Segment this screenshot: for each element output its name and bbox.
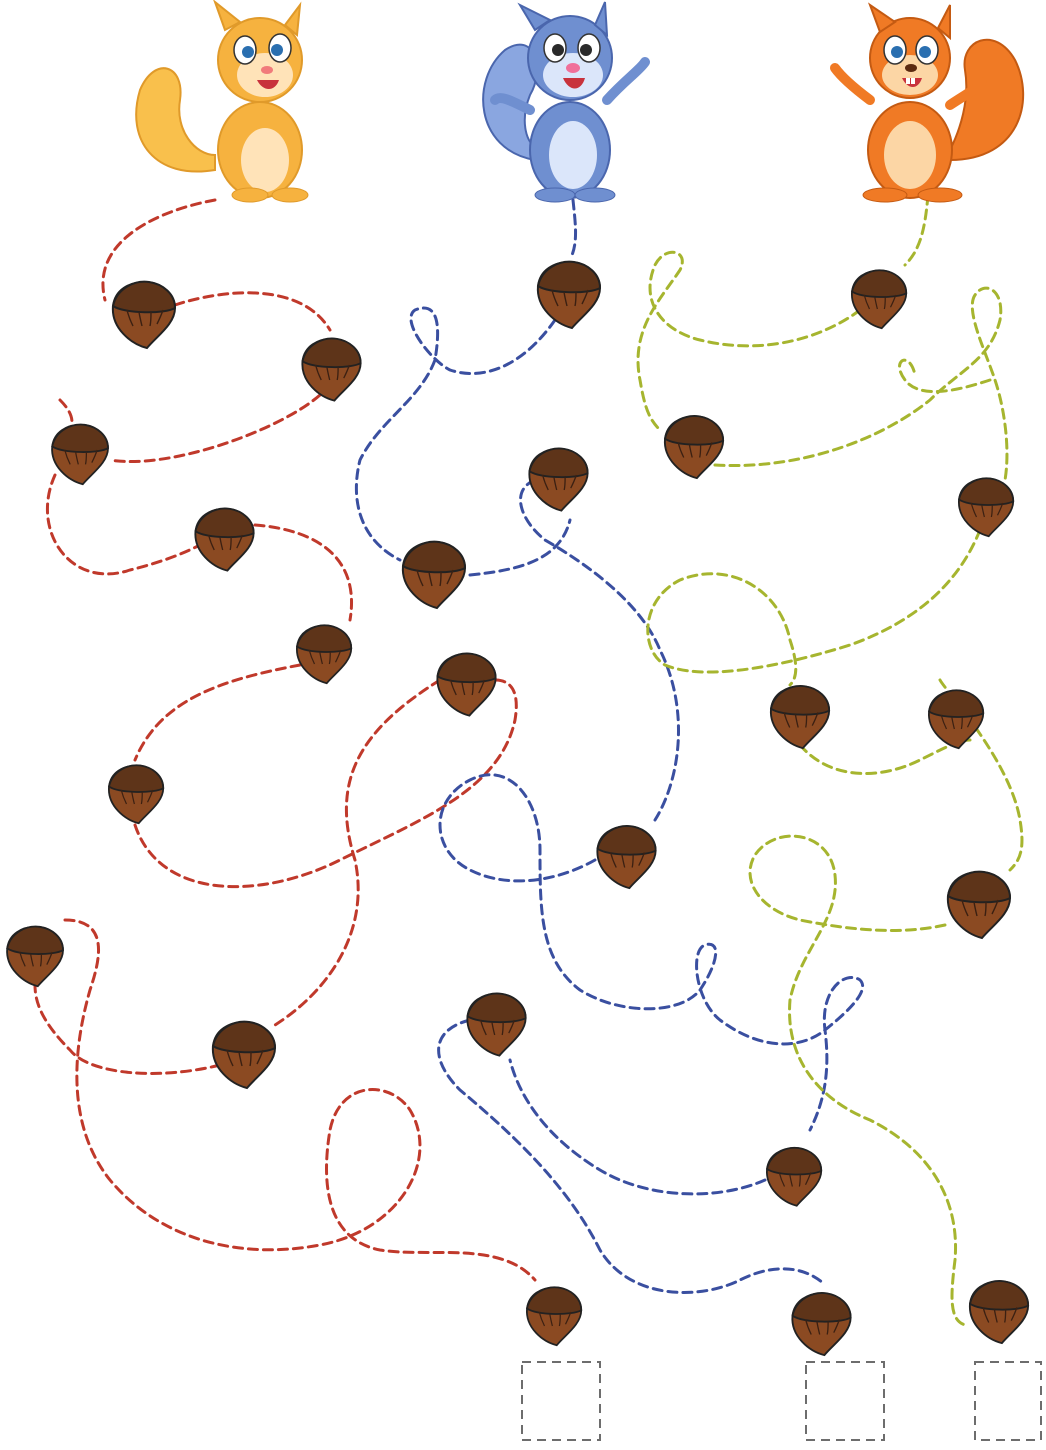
hazelnut-icon xyxy=(927,689,985,750)
yellow-squirrel xyxy=(135,0,309,203)
hazelnut-icon xyxy=(528,447,589,512)
hazelnut-icon xyxy=(946,870,1011,939)
hazelnut-icon xyxy=(663,414,725,480)
hazelnut-icon xyxy=(436,652,497,717)
hazelnut-icon xyxy=(401,540,466,609)
hazelnut-icon xyxy=(6,925,65,988)
hazelnut-icon xyxy=(536,260,601,329)
hazelnut-icon xyxy=(525,1286,583,1347)
answer-boxes xyxy=(521,1361,1042,1441)
hazelnut-icon xyxy=(769,684,831,750)
answer-box-1[interactable] xyxy=(521,1361,601,1441)
answer-box-3[interactable] xyxy=(974,1361,1042,1441)
hazelnut-icon xyxy=(111,280,176,349)
hazelnut-icon xyxy=(107,764,165,825)
blue-paths xyxy=(354,198,864,1294)
hazelnut-icon xyxy=(211,1020,276,1089)
hazelnut-icon xyxy=(850,269,908,330)
hazelnuts xyxy=(6,260,1030,1357)
hazelnut-icon xyxy=(51,423,109,486)
answer-box-2[interactable] xyxy=(805,1361,885,1441)
hazelnut-icon xyxy=(295,624,353,685)
blue-squirrel xyxy=(482,1,650,203)
hazelnut-icon xyxy=(301,337,362,402)
hazelnut-icon xyxy=(968,1279,1030,1345)
red-paths xyxy=(33,198,537,1282)
orange-squirrel xyxy=(830,2,1025,203)
hazelnut-icon xyxy=(765,1146,823,1207)
hazelnut-icon xyxy=(596,824,657,890)
hazelnut-icon xyxy=(466,992,527,1057)
hazelnut-icon xyxy=(957,477,1015,538)
hazelnut-icon xyxy=(791,1291,852,1357)
hazelnut-icon xyxy=(194,507,255,572)
green-paths xyxy=(636,193,1024,1327)
